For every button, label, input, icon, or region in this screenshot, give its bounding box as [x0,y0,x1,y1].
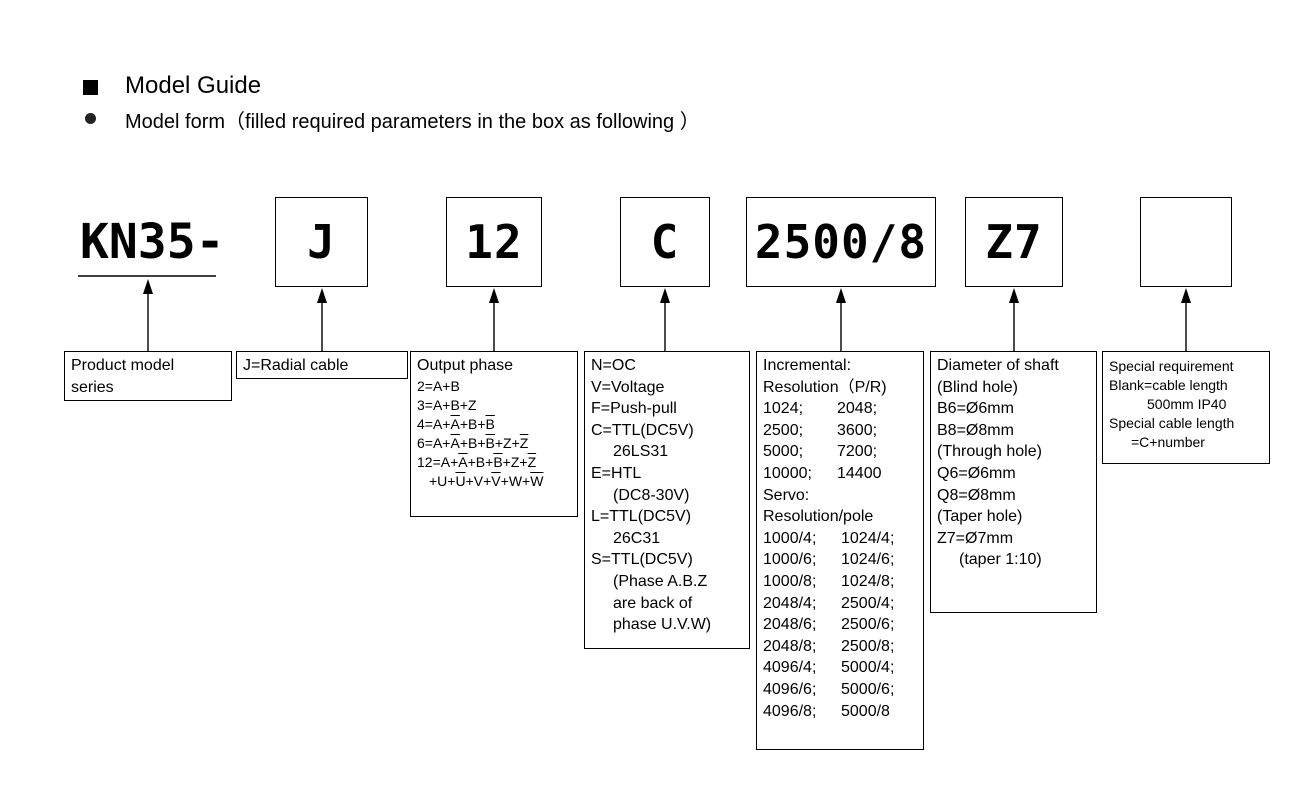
resolution-value: 10000; [763,464,812,482]
arrowhead-series [143,279,153,294]
resolution-value: 1024/8; [841,572,895,590]
square-bullet-icon [83,80,98,95]
resolution-value: 1024; [763,400,804,418]
resolution-value: 2500/8; [841,637,895,655]
resolution-value: 2048/6; [763,616,817,634]
desc-box-series: Product model series [64,351,232,401]
resolution-value: 5000/6; [841,680,895,698]
arrowhead-resolution [836,288,846,303]
resolution-value: 14400 [837,464,882,482]
resolution-row: 5000; 7200; [763,441,917,463]
resolution-value: 1024/4; [841,529,895,547]
servo-list: 1000/4; 1024/4; 1000/6; 1024/6; 1000/8; 1024/… [763,528,917,722]
resolution-row: 10000; 14400 [763,463,917,485]
resolution-value: 2048/8; [763,637,817,655]
desc-box-shaft: Diameter of shaft (Blind hole) B6=Ø6mm B… [930,351,1097,613]
desc-box-cable: J=Radial cable [236,351,408,379]
resolution-value: 2500/4; [841,594,895,612]
resolution-row: 4096/6; 5000/6; [763,679,917,701]
resolution-value: 5000; [763,443,804,461]
desc-box-special: Special requirement Blank=cable length 5… [1102,351,1270,464]
code-box-resolution: 2500/8 [746,197,936,287]
arrowhead-shaft [1009,288,1019,303]
resolution-row: 1024; 2048; [763,398,917,420]
resolution-value: 4096/8; [763,702,817,720]
resolution-row: 2500; 3600; [763,420,917,442]
code-box-cable: J [275,197,368,287]
arrowhead-phase [489,288,499,303]
code-box-phase: 12 [446,197,542,287]
resolution-value: 5000/4; [841,659,895,677]
resolution-value: 4096/6; [763,680,817,698]
resolution-row: 2048/8; 2500/8; [763,636,917,658]
code-box-shaft: Z7 [965,197,1063,287]
resolution-row: 1000/8; 1024/8; [763,571,917,593]
arrowhead-output [660,288,670,303]
desc-box-phase: Output phase 2=A+B 3=A+B+Z 4=A+A+B+B 6=A… [410,351,578,517]
resolution-value: 1000/8; [763,572,817,590]
resolution-row: 1000/4; 1024/4; [763,528,917,550]
resolution-value: 5000/8 [841,702,890,720]
dot-bullet-icon [85,113,96,124]
code-box-output: C [620,197,710,287]
resolution-value: 2048/4; [763,594,817,612]
resolution-row: 4096/4; 5000/4; [763,657,917,679]
resolution-value: 3600; [837,421,878,439]
resolution-value: 2500/6; [841,616,895,634]
resolution-value: 2500; [763,421,804,439]
resolution-value: 4096/4; [763,659,817,677]
desc-box-resolution: Incremental: Resolution（P/R) 1024;2048;2… [756,351,924,750]
resolution-row: 2048/4; 2500/4; [763,593,917,615]
arrowhead-special [1181,288,1191,303]
arrowhead-cable [317,288,327,303]
model-prefix: KN35- [80,214,225,270]
resolution-row: 1000/6; 1024/6; [763,549,917,571]
page-subtitle: Model form（filled required parameters in… [125,111,700,133]
incremental-list: 1024; 2048; 2500; 3600; 5000; 7200; 10000; 1440… [763,398,917,484]
resolution-value: 1000/4; [763,529,817,547]
resolution-value: 7200; [837,443,878,461]
resolution-row: 2048/6; 2500/6; [763,614,917,636]
resolution-row: 4096/8; 5000/8 [763,701,917,723]
resolution-value: 2048; [837,400,878,418]
resolution-value: 1000/6; [763,551,817,569]
resolution-value: 1024/6; [841,551,895,569]
page-title: Model Guide [125,72,262,99]
code-box-special [1140,197,1232,287]
desc-box-output: N=OC V=Voltage F=Push-pull C=TTL(DC5V) 2… [584,351,750,649]
